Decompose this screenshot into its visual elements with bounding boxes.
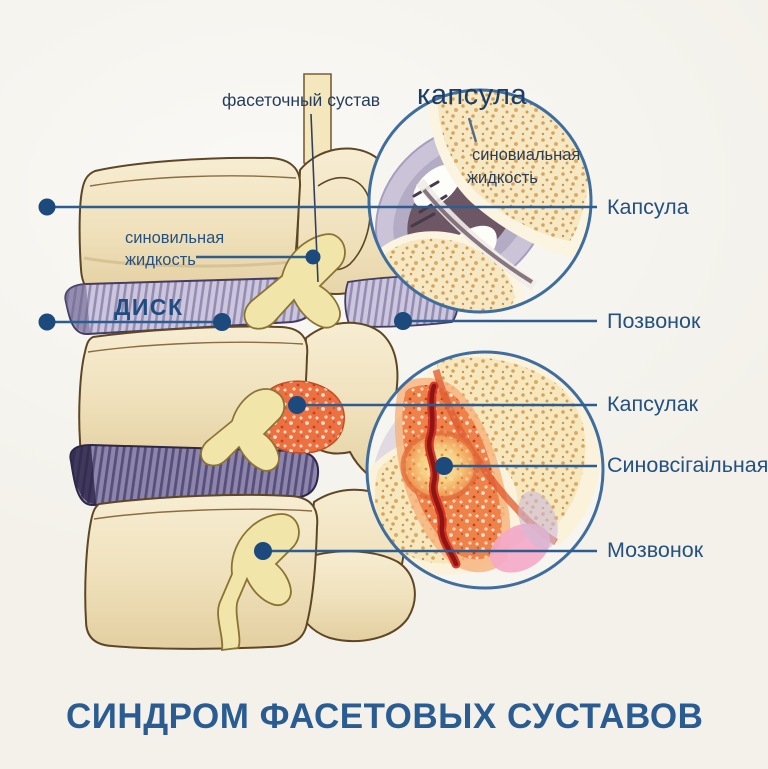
joint-space-line	[422, 188, 534, 284]
synovial-fluid-label-line2: жидкость	[125, 251, 196, 269]
disc-2-left-shade	[70, 445, 96, 505]
callout-sinovsgalnaya: Синовсігаільная	[607, 453, 768, 477]
joint-crack-inner	[426, 383, 459, 567]
vertebra-1-body	[78, 156, 302, 299]
inset-healthy-border	[367, 88, 593, 314]
inset-healthy-joint	[367, 88, 593, 314]
callout-mozvonok: Мозвонок	[607, 538, 704, 562]
callout-vertebra: Позвонок	[607, 309, 701, 333]
leader-dot	[254, 542, 272, 560]
facet-joint-3	[217, 513, 300, 652]
leader-dot	[435, 457, 453, 475]
leader-dots	[38, 198, 453, 560]
pointer-inset-capsule	[467, 117, 478, 143]
leader-dot	[394, 312, 412, 330]
leader-dot	[38, 198, 56, 216]
poster-title: СИНДРОМ ФАСЕТОВЫХ СУСТАВОВ	[66, 697, 704, 736]
callout-kapsulak: Капсулак	[607, 392, 699, 416]
inset-inflamed-joint	[365, 350, 605, 590]
synovial-fluid-label-line1: синовильная	[125, 229, 225, 247]
inset-capsule-label: капсула	[417, 79, 528, 111]
facet-joint-label: фасеточный сустав	[222, 90, 381, 110]
vertebra-1-shade	[83, 256, 293, 268]
inflamed-lavender-tissue	[518, 491, 558, 549]
vertebra-1-rim	[89, 175, 297, 187]
leader-lines	[47, 205, 597, 553]
disc-1-left-shade	[65, 284, 90, 334]
vertebra-2-rim	[87, 341, 304, 353]
leader-dot	[288, 396, 306, 414]
inset-synovial-fluid-label-line2: жидкость	[467, 169, 538, 187]
vertebra-3-rim	[93, 508, 313, 520]
synovial-fluid-pocket-1	[413, 164, 461, 208]
callout-capsule: Капсула	[607, 195, 689, 219]
leader-dot	[305, 249, 321, 265]
inset-inflamed-border	[365, 350, 605, 590]
disc-label: ДИСК	[114, 294, 184, 320]
inset1-upper-bone-speckles	[438, 90, 589, 241]
leader-dot	[213, 313, 231, 331]
facet-joint-2	[200, 388, 286, 472]
inset-synovial-fluid-label-line1: синовиальная	[472, 146, 581, 164]
inset2-upper-bone-speckles	[435, 357, 586, 531]
leader-dot	[38, 313, 56, 331]
